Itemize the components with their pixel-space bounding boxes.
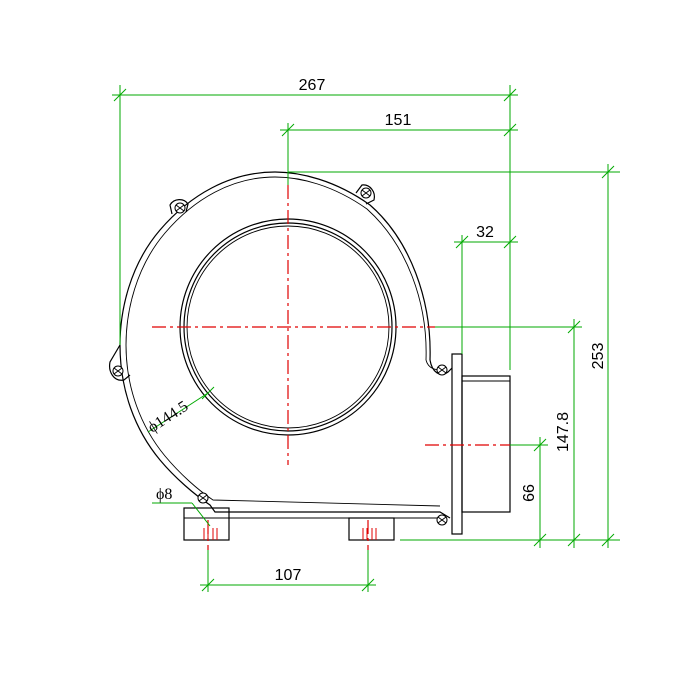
dim-outlet-offset: 32	[476, 224, 494, 241]
mount-hole-hatching	[203, 528, 377, 540]
screw-icon	[360, 187, 372, 199]
screw-icon	[174, 202, 186, 214]
dim-overall-height: 253	[590, 343, 607, 370]
dim-outlet-center-height: 66	[521, 484, 538, 502]
foot-left	[183, 507, 230, 541]
mounting-feet	[183, 507, 440, 541]
screw-icon	[436, 364, 448, 376]
outlet-flange	[451, 353, 511, 535]
center-lines	[152, 185, 510, 550]
screw-icon	[436, 514, 448, 526]
dimension-lines	[112, 85, 620, 592]
blower-housing	[109, 171, 456, 519]
screws	[112, 187, 448, 526]
screw-icon	[112, 365, 124, 377]
dim-center-to-outlet: 151	[385, 112, 412, 129]
dim-inlet-diameter: ϕ144.5	[145, 398, 192, 436]
dim-foot-spacing: 107	[275, 567, 302, 584]
dim-mount-hole-diameter: ϕ8	[156, 486, 172, 503]
dim-overall-width: 267	[299, 77, 326, 94]
screw-icon	[197, 492, 209, 504]
dim-center-height: 147.8	[555, 412, 572, 452]
